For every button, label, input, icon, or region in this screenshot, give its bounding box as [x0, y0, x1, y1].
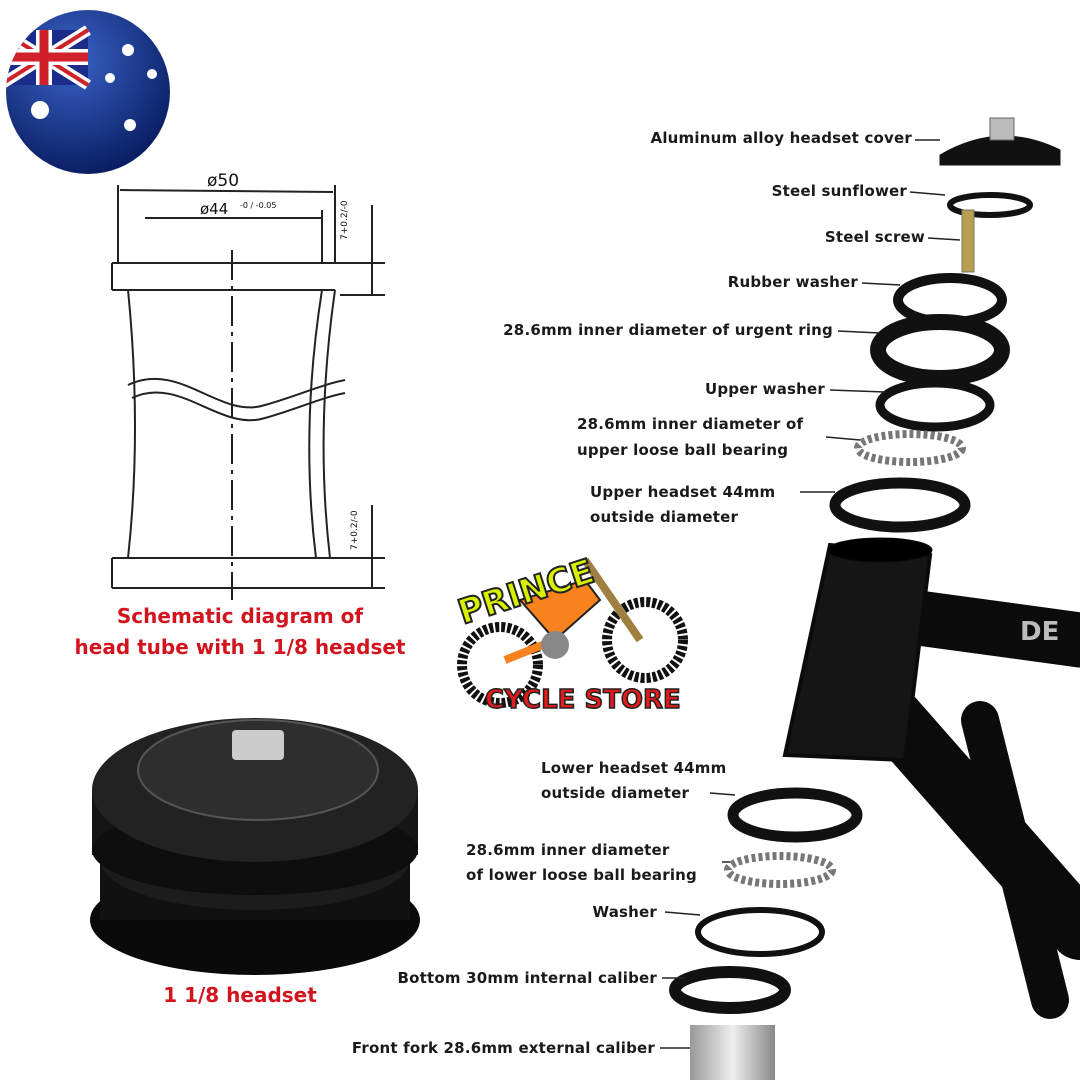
label-lower-headset-2: outside diameter [541, 784, 690, 802]
label-upper-bearing-1: 28.6mm inner diameter of [577, 415, 804, 433]
label-upper-headset-2: outside diameter [590, 508, 739, 526]
label-upper-bearing-2: upper loose ball bearing [577, 441, 789, 459]
australia-flag-icon [6, 10, 170, 174]
label-lower-headset-1: Lower headset 44mm [541, 759, 727, 777]
label-steel-screw: Steel screw [824, 228, 925, 246]
prince-cycle-store-logo: PRINCE CYCLE STORE [452, 550, 688, 716]
leader-lines [660, 139, 961, 1049]
frame-brand-text: DE [1020, 617, 1059, 647]
label-lower-bearing-2: of lower loose ball bearing [466, 866, 697, 884]
dim-inner: ø44 [200, 200, 229, 218]
head-tube-schematic [111, 185, 385, 600]
label-steel-sunflower: Steel sunflower [771, 182, 907, 200]
label-headset-cover: Aluminum alloy headset cover [650, 129, 912, 147]
headset-product-photo [90, 718, 420, 975]
exploded-headset-parts [669, 117, 1061, 1080]
label-lower-bearing-1: 28.6mm inner diameter [466, 841, 670, 859]
logo-text-bottom: CYCLE STORE [485, 685, 681, 715]
label-upper-headset-1: Upper headset 44mm [590, 483, 776, 501]
label-bottom-caliber: Bottom 30mm internal caliber [397, 969, 657, 987]
label-upper-washer: Upper washer [704, 380, 825, 398]
bike-frame [782, 537, 1080, 1019]
schematic-caption-line2: head tube with 1 1/8 headset [74, 635, 406, 659]
dim-inner-tolerance: -0 / -0.05 [240, 201, 277, 210]
dim-height-bottom: 7+0.2/-0 [350, 510, 360, 550]
label-rubber-washer: Rubber washer [727, 273, 858, 291]
dim-outer: ø50 [207, 171, 240, 191]
dim-height-top: 7+0.2/-0 [340, 200, 350, 240]
label-washer: Washer [592, 903, 657, 921]
product-caption: 1 1/8 headset [163, 983, 317, 1007]
schematic-caption-line1: Schematic diagram of [116, 604, 364, 628]
label-urgent-ring: 28.6mm inner diameter of urgent ring [503, 321, 833, 339]
label-front-fork: Front fork 28.6mm external caliber [351, 1039, 655, 1057]
